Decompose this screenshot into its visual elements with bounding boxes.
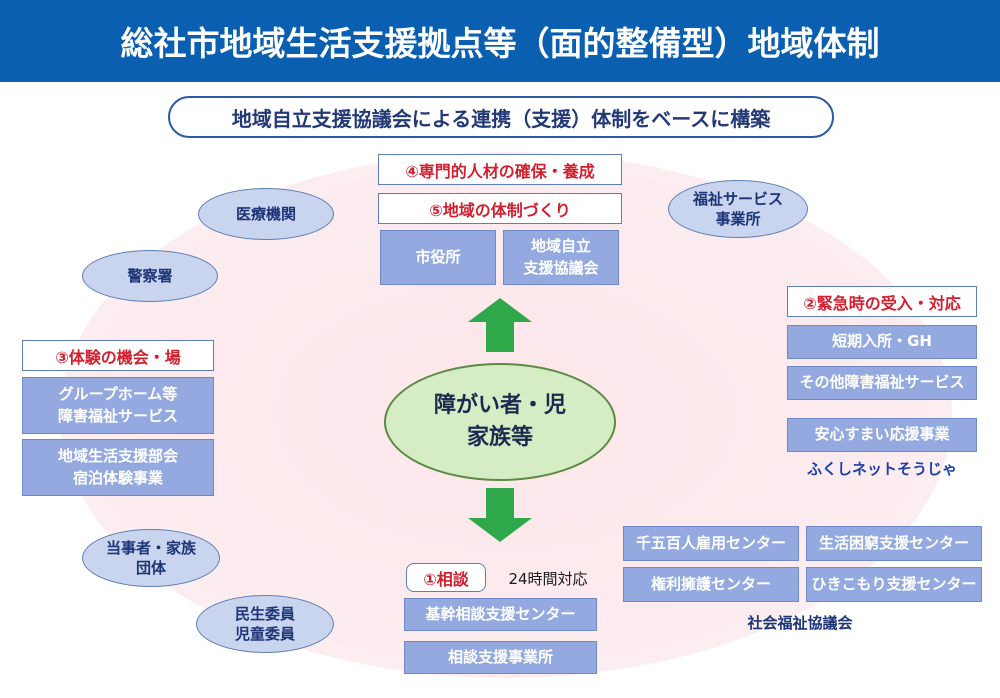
center-line-2: 家族等 — [466, 425, 533, 450]
box-support-council: 地域自立 支援協議会 — [503, 230, 619, 285]
text-social-welfare-council: 社会福祉協議会 — [747, 613, 853, 632]
box-hikikomori-support-center: ひきこもり支援センター — [806, 567, 982, 602]
box-employment-center: 千五百人雇用センター — [623, 526, 799, 561]
page-title: 総社市地域生活支援拠点等（面的整備型）地域体制 — [0, 0, 1000, 82]
center-line-1: 障がい者・児 — [433, 393, 566, 419]
center-person-family: 障がい者・児 家族等 — [384, 363, 616, 481]
oval-police-station: 警察署 — [82, 250, 218, 302]
oval-party-family-group: 当事者・家族 団体 — [82, 529, 220, 587]
box-poverty-support-center: 生活困窮支援センター — [806, 526, 982, 561]
box-rights-advocacy-center: 権利擁護センター — [623, 567, 799, 602]
label-consultation: ①相談 — [406, 563, 486, 592]
box-housing-support: 安心すまい応援事業 — [787, 418, 977, 452]
box-city-office: 市役所 — [380, 230, 496, 285]
label-emergency: ②緊急時の受入・対応 — [787, 286, 977, 317]
label-regional-system: ⑤地域の体制づくり — [378, 193, 622, 224]
box-consultation-office: 相談支援事業所 — [404, 641, 597, 674]
box-short-stay: 短期入所・GH — [787, 325, 977, 359]
oval-medical-institution: 医療機関 — [198, 188, 334, 240]
arrow-up-icon — [468, 298, 532, 352]
box-regional-life-subcommittee: 地域生活支援部会 宿泊体験事業 — [22, 439, 214, 496]
arrow-down-icon — [468, 488, 532, 542]
subtitle-banner: 地域自立支援協議会による連携（支援）体制をベースに構築 — [168, 96, 834, 138]
label-experience: ③体験の機会・場 — [22, 340, 214, 371]
oval-welfare-service-office: 福祉サービス 事業所 — [668, 180, 808, 238]
box-group-home: グループホーム等 障害福祉サービス — [22, 377, 214, 434]
oval-welfare-commissioners: 民生委員 児童委員 — [196, 595, 334, 653]
box-core-consultation-center: 基幹相談支援センター — [404, 598, 597, 631]
box-other-welfare-services: その他障害福祉サービス — [787, 366, 977, 400]
label-professional-staff: ④専門的人材の確保・養成 — [378, 154, 622, 185]
text-24h: 24時間対応 — [508, 569, 588, 588]
text-fukushi-net: ふくしネットそうじゃ — [806, 459, 957, 478]
